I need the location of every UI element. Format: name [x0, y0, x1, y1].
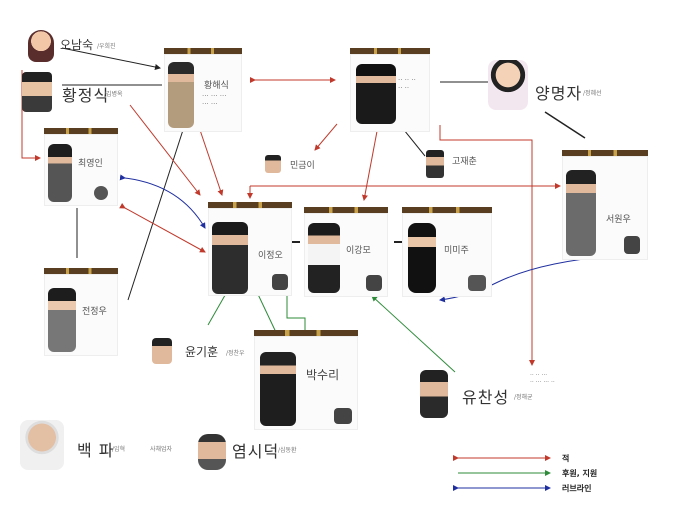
yu-chanseong-portrait — [420, 370, 448, 418]
yeom-sideok-name: 염시덕 — [232, 442, 280, 461]
card-mimiju: 미미주 — [402, 207, 492, 297]
card-ijeongo-name: 이정오 — [258, 251, 283, 261]
oh-namsuk-portrait — [28, 30, 54, 62]
yoon-kihun-role: /정찬우 — [226, 350, 245, 357]
baek-suri-name: 박수리 — [306, 368, 340, 382]
baek-pa-name: 백 파 — [77, 441, 115, 460]
yu-chanseong-desc: ·· ·· ····· ··· ··· ·· — [530, 372, 555, 386]
legend-support-label: 후원, 지원 — [562, 469, 598, 478]
enemy-4 — [361, 120, 382, 201]
enemy-3 — [314, 123, 338, 151]
enemy-8 — [119, 202, 206, 253]
yeom-sideok-portrait — [198, 434, 226, 470]
card-choiyeongin: 최영인 — [44, 128, 118, 206]
line-diagonal — [127, 129, 184, 301]
oh-namsuk-role: /우희진 — [97, 43, 116, 50]
love-1 — [119, 174, 206, 229]
card-jeonjeongwoo-name: 전정우 — [82, 307, 107, 317]
card-ijeongo: 이정오 — [208, 202, 292, 296]
card-igangmo-name: 이강모 — [346, 246, 371, 256]
baek-pa-role: /임혁 — [112, 446, 126, 453]
yu-chanseong-name: 유찬성 — [462, 388, 510, 407]
yoon-kihun-name: 윤기훈 — [185, 345, 219, 359]
card-hwanghaesik: 황해식 ··· ··· ······ ··· — [164, 48, 242, 132]
gojaechun-name: 고재춘 — [452, 157, 477, 167]
gojaechun-portrait — [426, 150, 444, 178]
min-geumi-name: 민금이 — [290, 161, 315, 171]
card-choiyeongin-name: 최영인 — [78, 159, 103, 169]
yang-myeongja-portrait — [488, 60, 528, 110]
card-mimiju-name: 미미주 — [444, 246, 469, 256]
yoon-kihun-portrait — [152, 338, 172, 364]
support-4 — [371, 295, 456, 373]
legend-enemy-label: 적 — [562, 454, 570, 463]
yang-myeongja-name: 양명자 — [535, 84, 583, 103]
min-geumi-portrait — [265, 155, 281, 173]
hwang-jeongsik-portrait — [22, 72, 52, 112]
yang-myeongja-role: /정혜선 — [583, 90, 602, 97]
yeom-sideok-role: /심동환 — [278, 447, 297, 454]
enemy-2 — [195, 124, 224, 196]
oh-namsuk-name: 오남숙 — [60, 38, 94, 52]
yu-chanseong-role: /정해균 — [514, 394, 533, 401]
card-seowonwoo: 서원우 — [562, 150, 648, 260]
card-gunman: ·· ·· ···· ·· — [350, 48, 430, 132]
hwang-jeongsik-name: 황정식 — [62, 86, 110, 105]
legend-love-label: 러브라인 — [562, 484, 592, 493]
line-yang-to-right — [544, 111, 586, 139]
card-hwanghaesik-name: 황해식 — [204, 81, 229, 91]
card-jeonjeongwoo: 전정우 — [44, 268, 118, 356]
line-oh-to-hwanghaesik — [61, 47, 161, 70]
hwang-jeongsik-role: /김병옥 — [104, 91, 123, 98]
card-igangmo: 이강모 — [304, 207, 388, 297]
card-seowonwoo-name: 서원우 — [606, 215, 631, 225]
card-baeksuri: 박수리 — [254, 330, 358, 430]
baek-pa-note: 사채업자 — [150, 446, 173, 453]
baek-pa-portrait — [20, 420, 64, 470]
enemy-5 — [439, 125, 535, 366]
